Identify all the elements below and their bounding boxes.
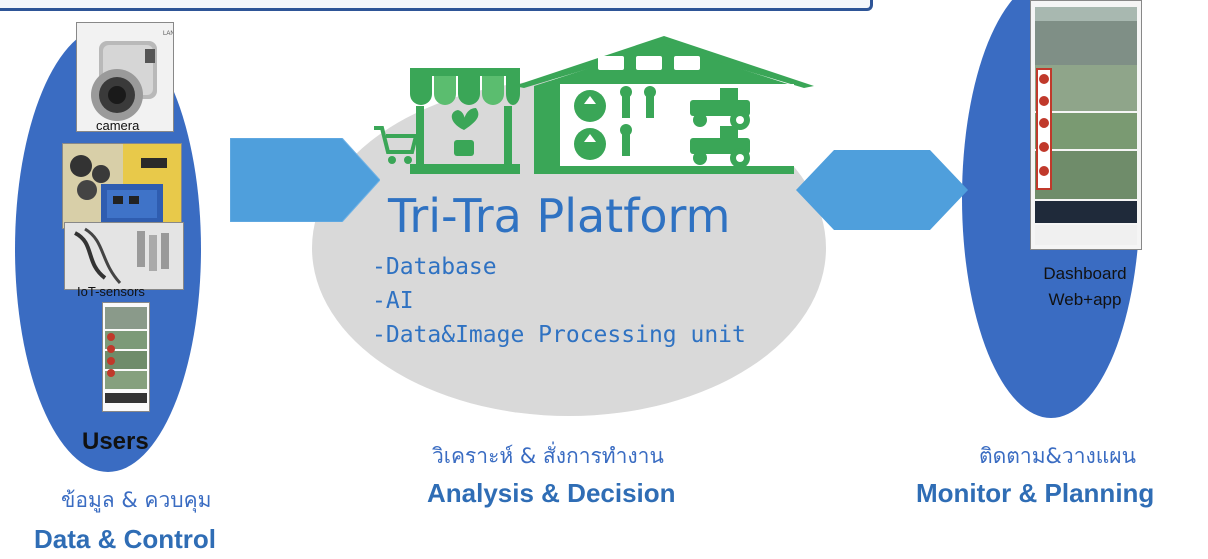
iot-sensors-label: IoT-sensors bbox=[77, 284, 145, 299]
monitor-planning-thai-caption: ติดตาม&วางแผน bbox=[979, 444, 1136, 468]
data-control-caption: Data & Control bbox=[34, 524, 216, 554]
data-control-thai-caption: ข้อมูล & ควบคุม bbox=[61, 488, 212, 512]
platform-item-processing: -Data&Image Processing unit bbox=[372, 322, 746, 348]
camera-photo: LANCE bbox=[76, 22, 174, 132]
platform-item-ai: -AI bbox=[372, 288, 414, 314]
platform-title: Tri-Tra Platform bbox=[388, 189, 731, 243]
svg-text:LANCE: LANCE bbox=[163, 31, 173, 37]
arrow-center-to-right bbox=[796, 150, 968, 230]
monitor-planning-caption: Monitor & Planning bbox=[916, 478, 1155, 508]
top-banner-border bbox=[0, 0, 873, 11]
iot-sensors-photo bbox=[64, 222, 184, 290]
web-app-label: Web+app bbox=[1048, 290, 1122, 309]
market-store-icon bbox=[374, 68, 520, 174]
sensor-photo bbox=[62, 143, 182, 229]
analysis-decision-caption: Analysis & Decision bbox=[427, 478, 676, 508]
dashboard-label: Dashboard bbox=[1043, 264, 1127, 283]
camera-label: camera bbox=[96, 118, 140, 133]
platform-item-database: -Database bbox=[372, 254, 497, 280]
smart-farm-barn-icon bbox=[514, 36, 814, 174]
analysis-decision-thai-caption: วิเคราะห์ & สั่งการทำงาน bbox=[432, 444, 664, 468]
mobile-app-thumbnail bbox=[102, 302, 150, 412]
users-label: Users bbox=[82, 428, 149, 455]
arrow-left-to-center bbox=[230, 138, 380, 222]
dashboard-app-screenshot bbox=[1030, 0, 1142, 250]
